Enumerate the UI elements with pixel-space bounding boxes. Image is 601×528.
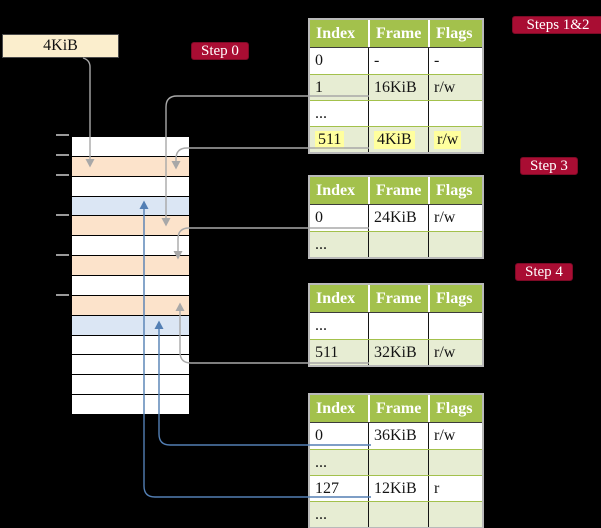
table-row: ... (310, 501, 482, 527)
cell-flags (428, 232, 482, 257)
cell-frame: 36KiB (368, 423, 428, 449)
cell-frame: 12KiB (368, 476, 428, 501)
memory-row-48kib (72, 374, 189, 395)
cell-flags (428, 502, 482, 527)
cell-flags: r/w (428, 75, 482, 100)
cell-frame: 4KiB (368, 127, 428, 152)
badge-step-0: Step 0 (191, 42, 249, 60)
cell-index: 0 (315, 427, 323, 444)
frame-address-box: 4KiB (2, 34, 119, 58)
cell-index: 511 (310, 127, 368, 152)
cell-index: 0 (315, 52, 323, 69)
memory-row-32kib (72, 294, 189, 315)
cell-index: 1 (315, 78, 323, 96)
frame-address-label: 4KiB (43, 37, 78, 54)
cell-frame: 24KiB (368, 205, 428, 231)
memory-row-40kib (72, 334, 189, 355)
column-header: Frame (368, 285, 428, 312)
memory-row-4kib (72, 155, 189, 176)
column-header: Flags (428, 395, 482, 422)
cell-flags: - (428, 48, 482, 74)
memory-row-36kib (72, 314, 189, 335)
memory-tick (56, 294, 69, 296)
memory-row-16kib (72, 215, 189, 236)
memory-row-28kib (72, 275, 189, 295)
highlighted-value: r/w (434, 130, 462, 149)
cell-frame (368, 450, 428, 475)
cell-index: ... (315, 104, 327, 122)
cell-frame: 32KiB (368, 340, 428, 365)
badge-step-4: Step 4 (515, 263, 573, 281)
table-row: ... (310, 231, 482, 257)
memory-tick (56, 174, 69, 176)
cell-frame (368, 101, 428, 126)
memory-tick (56, 134, 69, 136)
cell-index: 127 (315, 479, 339, 497)
column-header: Index (316, 289, 356, 307)
cell-index: ... (315, 235, 327, 253)
column-header: Frame (368, 177, 428, 204)
cell-index: ... (315, 505, 327, 523)
table-row: 0 -- (310, 48, 482, 74)
column-header: Flags (428, 20, 482, 47)
memory-row-20kib (72, 235, 189, 256)
memory-row-44kib (72, 354, 189, 375)
cell-flags (428, 450, 482, 475)
physical-memory-column (70, 135, 191, 416)
cell-flags: r/w (428, 340, 482, 365)
memory-tick (56, 254, 69, 256)
cell-frame (368, 232, 428, 257)
highlighted-value: 511 (315, 130, 345, 149)
column-header: Index (316, 399, 356, 417)
memory-tick (56, 214, 69, 216)
cell-flags: r/w (428, 205, 482, 231)
memory-row-0kib (72, 137, 189, 156)
cell-index: 511 (315, 343, 339, 361)
table-row: ... (310, 313, 482, 339)
memory-row-52kib (72, 394, 189, 415)
badge-step-3: Step 3 (520, 157, 578, 175)
cell-flags (428, 101, 482, 126)
memory-row-24kib (72, 255, 189, 276)
table-row: ... (310, 100, 482, 126)
badge-steps-1-2: Steps 1&2 (512, 16, 601, 34)
memory-tick (56, 154, 69, 156)
cell-flags: r (428, 476, 482, 501)
cell-frame (368, 502, 428, 527)
cell-flags (428, 313, 482, 339)
cell-index: 0 (315, 209, 323, 226)
cell-frame (368, 313, 428, 339)
column-header: Frame (368, 20, 428, 47)
cell-frame: 16KiB (368, 75, 428, 100)
column-header: Flags (428, 285, 482, 312)
memory-row-8kib (72, 175, 189, 196)
cell-index: ... (315, 453, 327, 471)
column-header: Frame (368, 395, 428, 422)
column-header: Index (316, 181, 356, 199)
memory-row-12kib (72, 195, 189, 216)
column-header: Index (316, 24, 356, 42)
cell-frame: - (368, 48, 428, 74)
table-row: ... (310, 449, 482, 475)
cell-flags: r/w (428, 423, 482, 449)
highlighted-value: 4KiB (374, 130, 415, 149)
table-row: 511 4KiB r/w (310, 126, 482, 152)
cell-index: ... (315, 317, 327, 334)
column-header: Flags (428, 177, 482, 204)
cell-flags: r/w (428, 127, 482, 152)
